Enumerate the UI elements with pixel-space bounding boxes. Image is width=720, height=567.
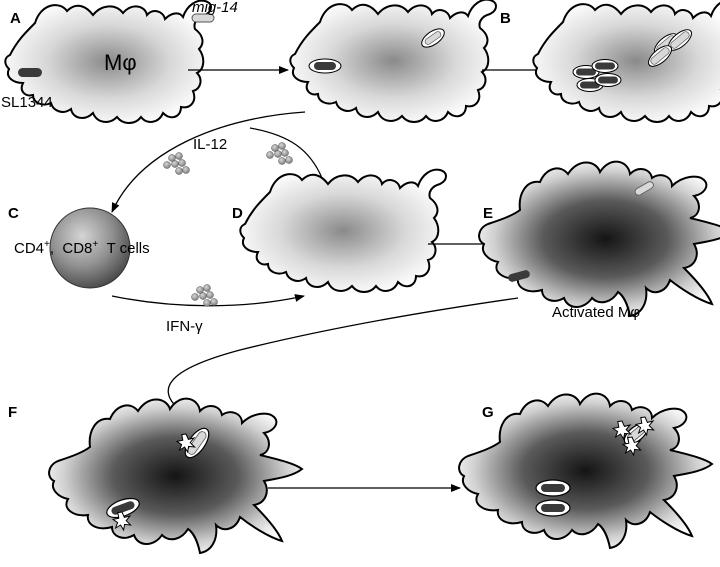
phagosome-wildtype-a2: [308, 58, 342, 74]
ifn-label: IFN-γ: [166, 318, 203, 335]
panel-label-a: A: [10, 10, 21, 27]
mig14-label: mig-14: [192, 0, 238, 16]
arrow-ifn: [111, 294, 305, 307]
t-cells-label: CD4+, CD8+ T cells: [14, 239, 150, 257]
t-cells-rest: T cells: [106, 240, 150, 257]
t-cells-sup-1: +: [44, 239, 50, 250]
activated-macrophage-label: Activated Mφ: [552, 304, 641, 321]
macrophage-label: Mφ: [104, 50, 137, 75]
phagosome-mutant-a2: [421, 28, 445, 48]
il12-cytokine-cluster-2: [266, 142, 293, 165]
phagosome-wildtype-f: [106, 497, 140, 519]
activated-macrophage-f: [48, 397, 303, 554]
bacteria-cluster-b: [572, 29, 693, 92]
arrow-d-to-il12: [249, 127, 323, 179]
strain-label: SL1344: [1, 94, 53, 111]
panel-label-b: B: [500, 10, 511, 27]
macrophage-d: [239, 168, 448, 293]
wildtype-bacterium-e: [508, 270, 530, 282]
t-cells-sup-2: +: [92, 239, 99, 250]
mutant-bacterium-e: [634, 181, 654, 196]
macrophage-b: [532, 0, 720, 123]
t-cells-cd8: CD8: [62, 240, 93, 257]
arrow-il12: [111, 111, 306, 213]
panel-label-d: D: [232, 205, 243, 222]
il12-cytokine-cluster-1: [163, 152, 190, 175]
panel-label-c: C: [8, 205, 19, 222]
activated-macrophage-g: [458, 392, 713, 549]
t-cells-sep: ,: [49, 240, 55, 257]
mutant-bacterium-a: [191, 13, 215, 23]
phagosomes-wildtype-g: [535, 479, 571, 517]
t-cells-cd4: CD4: [14, 240, 45, 257]
arrow-e-to-f: [167, 297, 519, 411]
t-cell: [49, 207, 131, 289]
ifn-cytokine-cluster: [191, 284, 218, 307]
panel-label-f: F: [8, 404, 18, 421]
panel-label-e: E: [483, 205, 494, 222]
wildtype-bacterium-a: [18, 68, 42, 77]
panel-label-g: G: [482, 404, 494, 421]
activated-macrophage-e: [478, 160, 720, 317]
il12-label: IL-12: [193, 136, 228, 153]
